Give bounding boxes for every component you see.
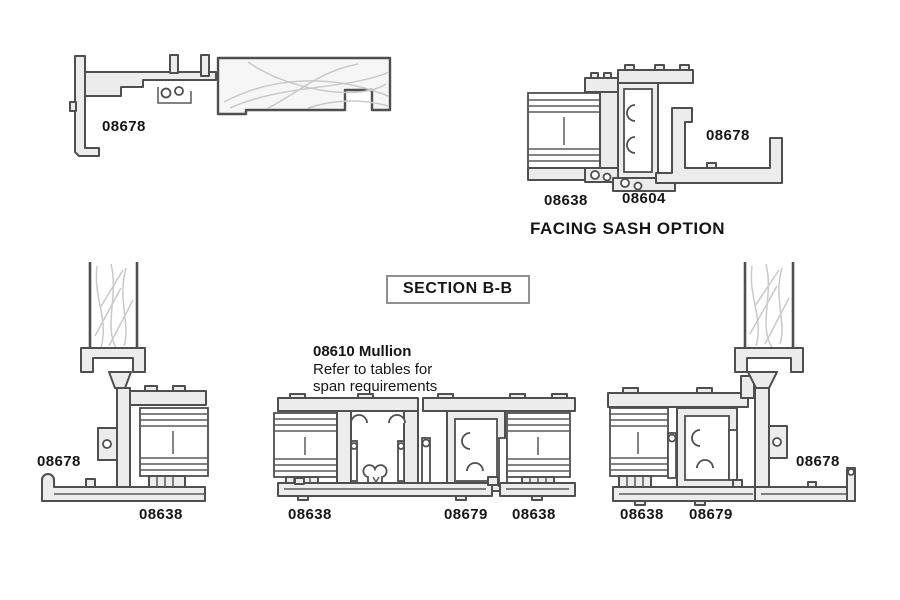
- mullion-note-line3: span requirements: [313, 378, 438, 395]
- bottom-right-jamb-detail-drawing: [607, 262, 856, 506]
- part-label-08678-facing-sash: 08678: [706, 127, 750, 144]
- part-label-08638-bottom-center-left: 08638: [288, 506, 332, 523]
- glazing-unit-left: [273, 412, 338, 491]
- profile-08679: [667, 407, 738, 489]
- glazing-unit: [527, 92, 601, 169]
- facing-sash-option-caption: FACING SASH OPTION: [530, 219, 726, 238]
- glass-panel: [743, 262, 795, 350]
- part-label-08678-top-left: 08678: [102, 118, 146, 135]
- sill-base-profile: [277, 476, 576, 501]
- bottom-left-jamb-detail-drawing: [41, 262, 209, 502]
- facing-profile-08678: [655, 107, 783, 184]
- section-title-box: SECTION B-B: [386, 275, 530, 304]
- part-label-08679-bottom-right: 08679: [689, 506, 733, 523]
- part-label-08678-bottom-right: 08678: [796, 453, 840, 470]
- part-label-08678-bottom-left: 08678: [37, 453, 81, 470]
- jamb-stem-profile: [754, 387, 788, 489]
- frame-profile-08678: [69, 54, 217, 157]
- glazing-unit: [139, 407, 209, 477]
- subsill-profile-08678: [612, 467, 856, 506]
- part-label-08638-bottom-right: 08638: [620, 506, 664, 523]
- facing-sash-detail-drawing: [527, 64, 783, 192]
- glazing-unit: [609, 407, 669, 490]
- part-label-08638-bottom-center-right: 08638: [512, 506, 556, 523]
- part-label-08604-facing-sash: 08604: [622, 190, 666, 207]
- mullion-note: 08610 Mullion Refer to tables for span r…: [313, 343, 437, 396]
- bottom-center-mullion-detail-drawing: [273, 393, 576, 501]
- subsill-profile-08678: [41, 473, 206, 502]
- glass-panel: [88, 262, 139, 351]
- part-label-08638-bottom-left: 08638: [139, 506, 183, 523]
- mullion-profile-08610: [336, 410, 419, 492]
- glazing-channel: [80, 347, 146, 389]
- mullion-note-heading: 08610 Mullion: [313, 343, 412, 360]
- door-panel: [216, 56, 392, 116]
- mullion-note-line2: Refer to tables for: [313, 360, 433, 378]
- top-left-head-detail-drawing: [69, 54, 392, 157]
- part-label-08679-bottom-center: 08679: [444, 506, 488, 523]
- profile-08679: [421, 410, 508, 492]
- top-cap-profile: [607, 375, 755, 408]
- sash-profile-08604: [612, 64, 694, 192]
- part-label-08638-facing-sash: 08638: [544, 192, 588, 209]
- glazing-unit-right: [506, 412, 571, 491]
- top-cap-profile: [277, 393, 576, 412]
